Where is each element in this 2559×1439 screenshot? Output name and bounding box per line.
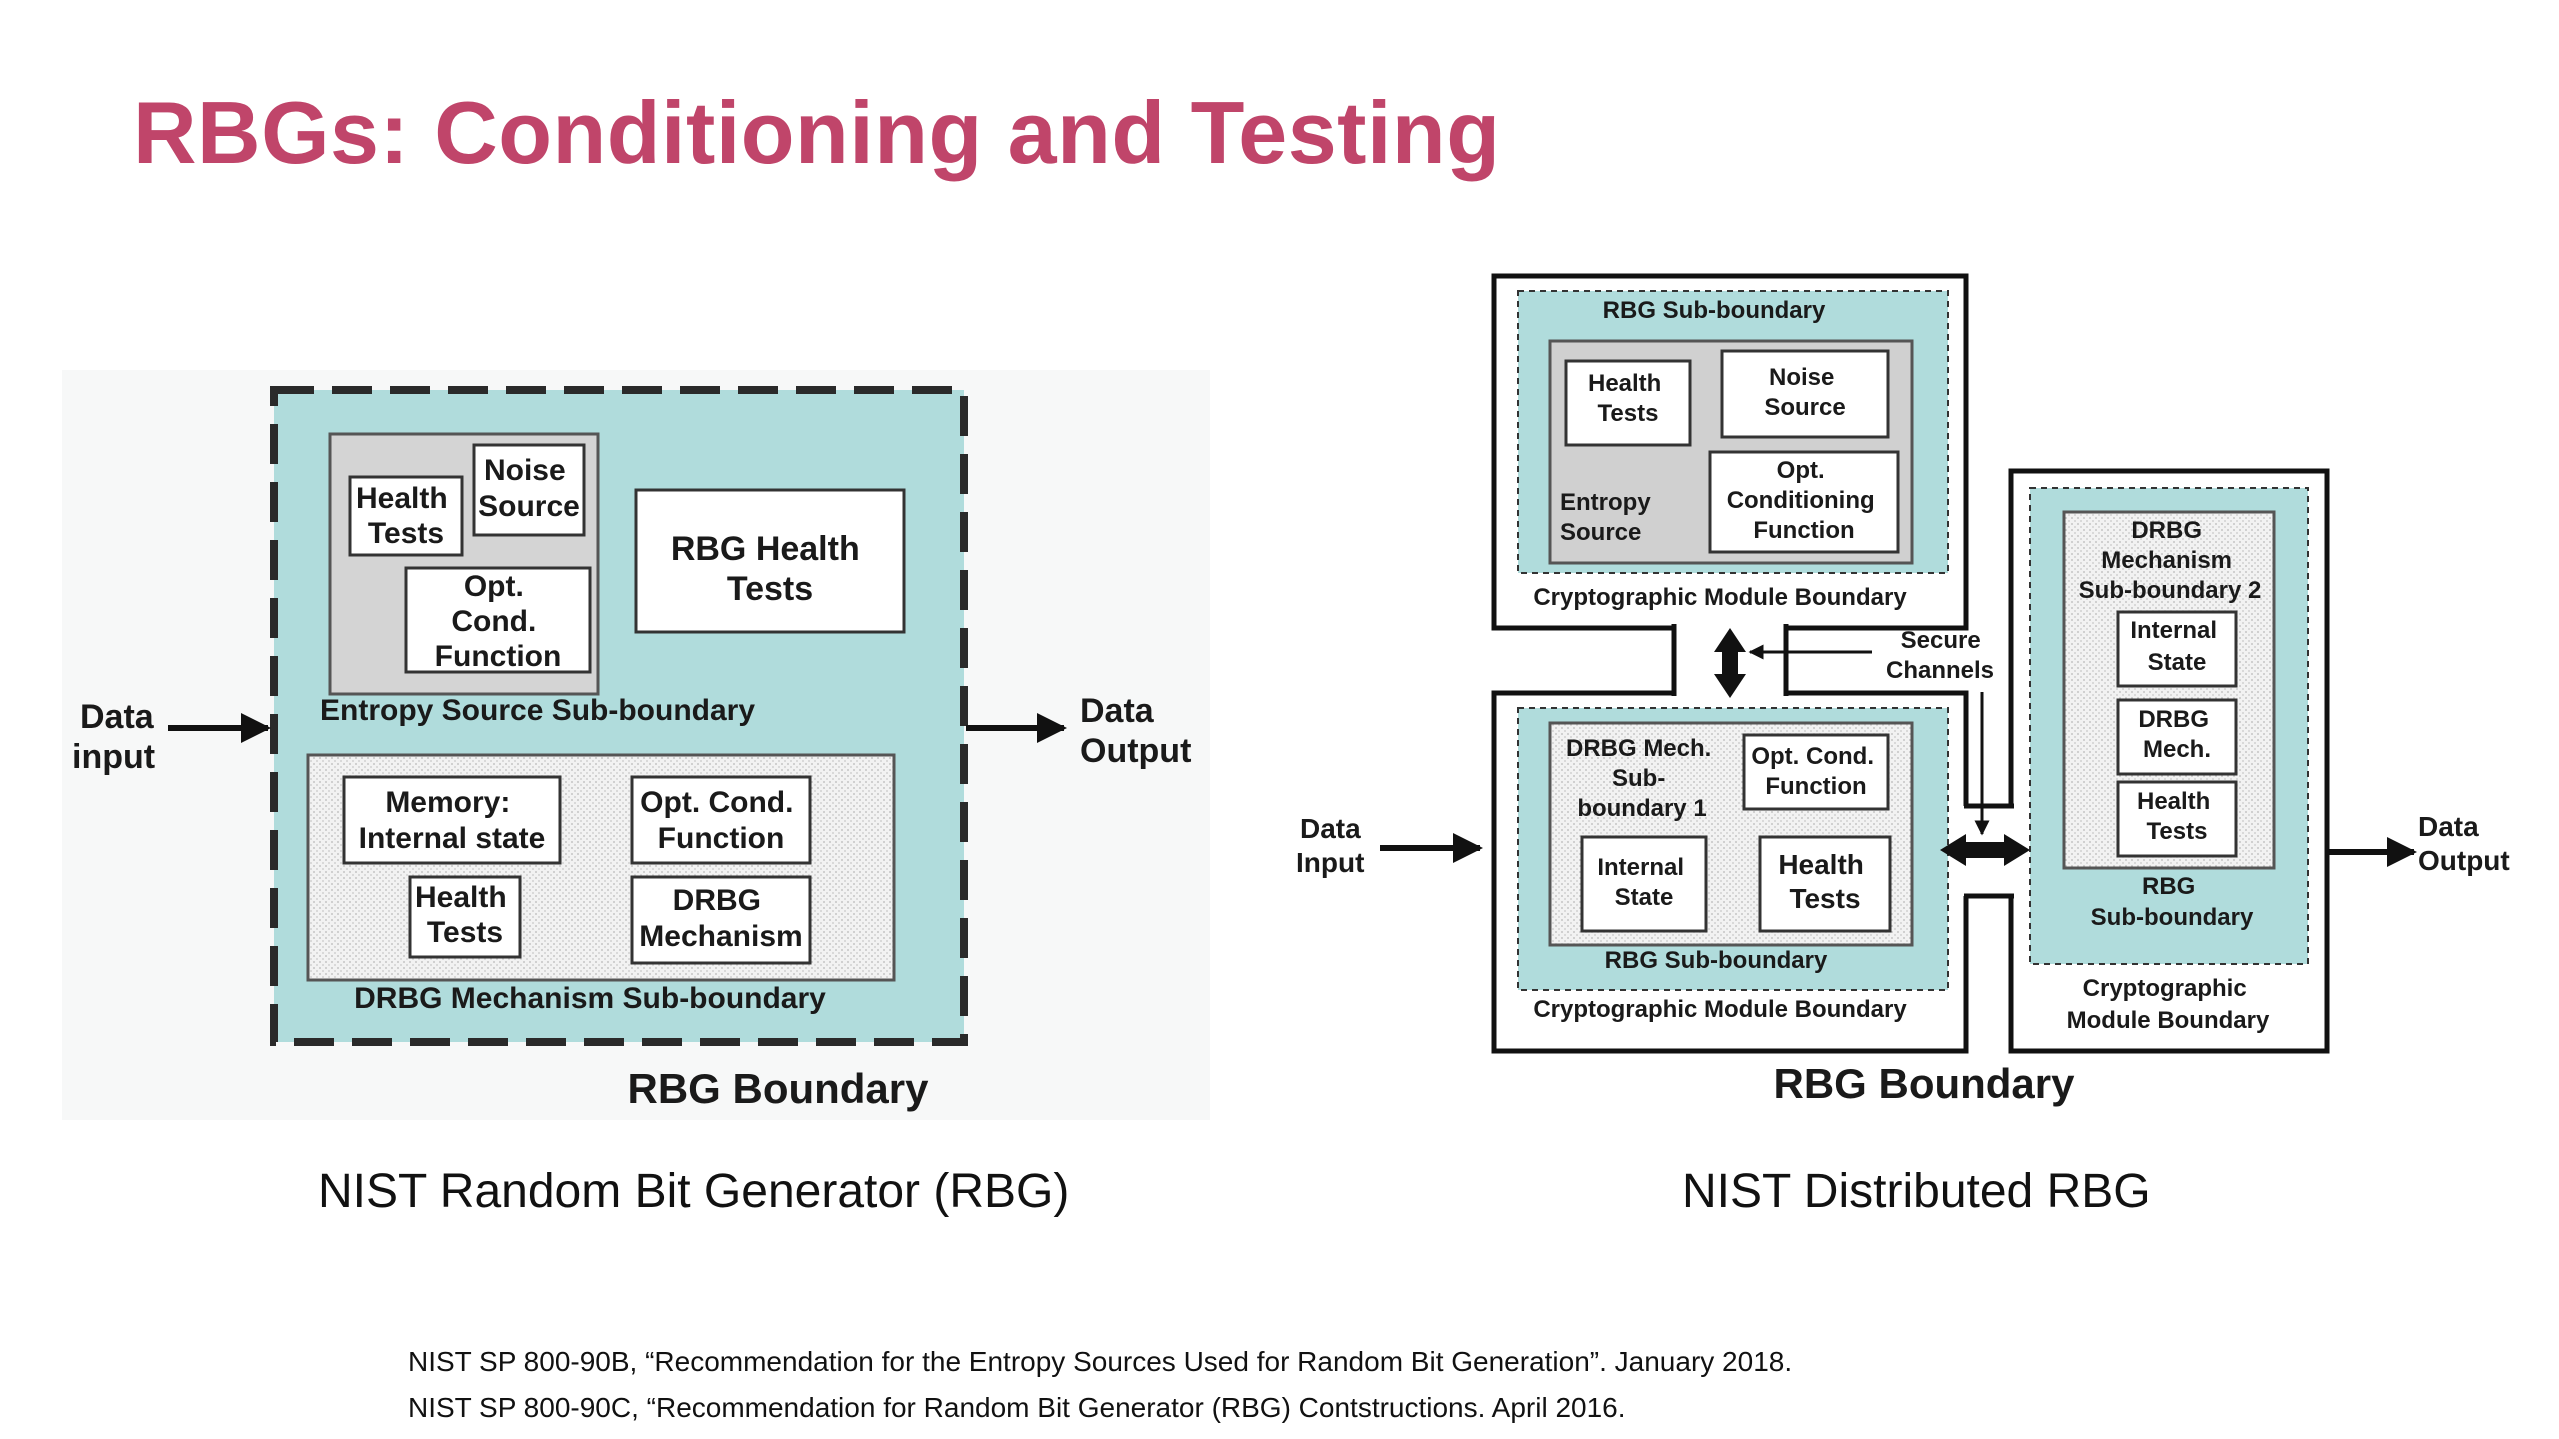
left-opt-cond-label: Opt. Cond. Function — [435, 570, 562, 673]
right-data-input-label: Data Input — [1296, 813, 1368, 878]
left-rbg-boundary-label: RBG Boundary — [627, 1065, 929, 1112]
left-opt-cond-box — [404, 566, 592, 674]
bottom-crypto-boundary-label: Cryptographic Module Boundary — [1533, 996, 1907, 1023]
left-entropy-sub-boundary-label: Entropy Source Sub-boundary — [320, 694, 755, 727]
top-crypto-boundary-label: Cryptographic Module Boundary — [1533, 584, 1907, 611]
left-diagram-caption: NIST Random Bit Generator (RBG) — [318, 1165, 1070, 1218]
left-memory-box — [342, 775, 562, 865]
top-health-tests-label: Health Tests — [1588, 370, 1668, 427]
right-rbg-sub-boundary-label: RBG Sub-boundary — [2091, 873, 2254, 931]
left-drbg-health-tests-box — [408, 875, 522, 959]
left-health-tests-label: Health Tests — [356, 482, 456, 550]
left-drbg-health-tests-label: Health Tests — [415, 881, 515, 949]
left-drbg-mechanism-label: DRBG Mechanism — [639, 884, 802, 953]
left-noise-source-box — [472, 443, 586, 537]
left-memory-label: Memory: Internal state — [359, 786, 546, 855]
bottom-internal-state-box — [1580, 835, 1708, 933]
right-internal-state-label: Internal State — [2130, 617, 2223, 676]
secure-channels-label: Secure Channels — [1886, 627, 1994, 684]
top-entropy-source-label: Entropy Source — [1560, 489, 1657, 546]
bottom-internal-state-label: Internal State — [1597, 854, 1690, 911]
bottom-drbg-sub-boundary-1-label: DRBG Mech. Sub- boundary 1 — [1566, 735, 1718, 822]
top-opt-conditioning-label: Opt. Conditioning Function — [1727, 457, 1882, 544]
right-crypto-boundary-label: Cryptographic Module Boundary — [2067, 975, 2270, 1034]
right-drbg-mech-box — [2116, 698, 2238, 776]
right-rbg-boundary-label: RBG Boundary — [1773, 1060, 2075, 1107]
left-noise-source-label: Noise Source — [478, 454, 580, 523]
bottom-opt-cond-box — [1742, 733, 1890, 811]
right-health-tests-box — [2116, 780, 2238, 858]
left-rbg-health-tests-label: RBG Health Tests — [671, 530, 869, 608]
left-data-input-label: Data input — [72, 698, 163, 776]
bottom-health-tests-label: Health Tests — [1778, 849, 1871, 914]
right-health-tests-label: Health Tests — [2137, 788, 2217, 845]
reference-1: NIST SP 800-90B, “Recommendation for the… — [408, 1346, 1793, 1377]
right-drbg-sub-boundary-2-label: DRBG Mechanism Sub-boundary 2 — [2079, 517, 2262, 604]
right-diagram-caption: NIST Distributed RBG — [1682, 1165, 2151, 1218]
vertical-secure-channel-arrow — [1714, 628, 1746, 698]
bottom-rbg-sub-boundary-label: RBG Sub-boundary — [1605, 947, 1828, 974]
left-drbg-sub-boundary-label: DRBG Mechanism Sub-boundary — [354, 982, 826, 1015]
left-drbg-opt-cond-box — [630, 775, 812, 865]
top-noise-source-box — [1720, 349, 1890, 439]
right-diagram: RBG Sub-boundary Health Tests Noise Sour… — [1296, 273, 2510, 1107]
bottom-health-tests-box — [1758, 835, 1892, 933]
top-noise-source-label: Noise Source — [1764, 364, 1845, 421]
right-data-output-label: Data Output — [2418, 811, 2510, 876]
slide-title: RBGs: Conditioning and Testing — [133, 83, 1501, 182]
left-rbg-health-tests-box — [634, 488, 906, 634]
left-data-output-label: Data Output — [1080, 692, 1191, 770]
bottom-opt-cond-label: Opt. Cond. Function — [1751, 743, 1880, 800]
left-diagram: Data input Data Output Health Tests Nois… — [62, 370, 1210, 1120]
left-drbg-mechanism-box — [630, 875, 812, 965]
top-opt-conditioning-box — [1708, 450, 1900, 554]
left-drbg-opt-cond-label: Opt. Cond. Function — [640, 786, 802, 855]
top-rbg-sub-boundary-label: RBG Sub-boundary — [1603, 297, 1826, 324]
left-health-tests-box — [348, 475, 464, 557]
right-internal-state-box — [2116, 610, 2238, 688]
right-drbg-mech-label: DRBG Mech. — [2138, 706, 2215, 763]
horizontal-secure-channel-arrow — [1940, 834, 2030, 866]
reference-2: NIST SP 800-90C, “Recommendation for Ran… — [408, 1392, 1626, 1423]
top-health-tests-box — [1564, 359, 1692, 447]
